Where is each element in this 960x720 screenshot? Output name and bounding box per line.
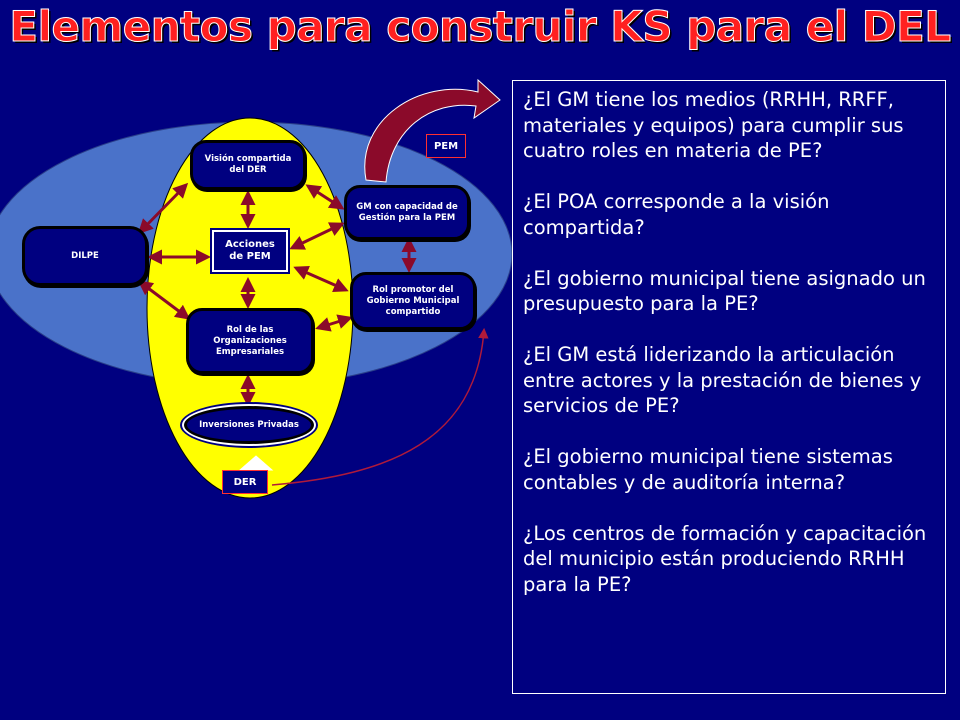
node-dilpe[interactable]: DILPE (22, 226, 148, 286)
der-to-rolpromotor-curve (271, 327, 489, 486)
tag-pem: PEM (426, 134, 466, 158)
slide-title: Elementos para construir KS para el DEL (9, 2, 952, 52)
pem-curved-arrow (364, 78, 501, 183)
questions-panel: ¿El GM tiene los medios (RRHH, RRFF, mat… (512, 80, 946, 694)
arrow-dilpe-rolorg (137, 280, 191, 320)
connector-arrows (137, 182, 417, 407)
node-vision-compartida[interactable]: Visión compartida del DER (190, 140, 306, 190)
arrow-acciones-rolpromotor (293, 265, 349, 293)
question-1: ¿El GM tiene los medios (RRHH, RRFF, mat… (523, 88, 904, 162)
node-rol-promotor[interactable]: Rol promotor del Gobierno Municipal comp… (350, 272, 476, 330)
node-inversiones-privadas[interactable]: Inversiones Privadas (184, 406, 314, 444)
arrow-dilpe-vision (137, 182, 189, 235)
arrow-rolorg-rolpromotor (315, 314, 353, 332)
question-2: ¿El POA corresponde a la visión comparti… (523, 190, 830, 239)
arrow-acciones-gm (289, 222, 345, 250)
node-acciones-pem[interactable]: Acciones de PEM (210, 228, 290, 274)
question-6: ¿Los centros de formación y capacitación… (523, 521, 927, 596)
tag-der: DER (222, 470, 268, 494)
node-rol-organizaciones[interactable]: Rol de las Organizaciones Empresariales (186, 308, 314, 374)
arrow-vision-gm (305, 184, 345, 210)
question-4: ¿El GM está liderizando la articulación … (523, 343, 922, 417)
node-gm-capacidad[interactable]: GM con capacidad de Gestión para la PEM (344, 185, 470, 240)
question-3: ¿El gobierno municipal tiene asignado un… (523, 266, 926, 316)
question-5: ¿El gobierno municipal tiene sistemas co… (523, 445, 893, 494)
